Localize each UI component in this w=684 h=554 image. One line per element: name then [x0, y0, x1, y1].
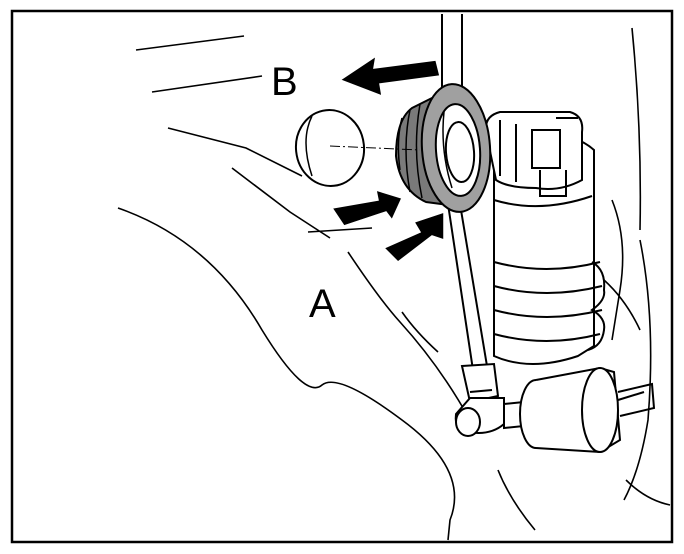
arrow-left-icon: [338, 54, 441, 98]
bottom-mount: [454, 366, 656, 454]
callout-label-b: B: [271, 60, 298, 104]
pump-connector: [484, 111, 584, 197]
alignment-line: [329, 145, 421, 151]
cap-plug: [294, 109, 366, 187]
callout-label-a: A: [309, 282, 336, 326]
arrow-right-lower-icon: [382, 210, 445, 263]
body-contours: [117, 27, 671, 541]
arrow-right-upper-icon: [330, 188, 404, 227]
grommet-seal: [394, 83, 492, 213]
